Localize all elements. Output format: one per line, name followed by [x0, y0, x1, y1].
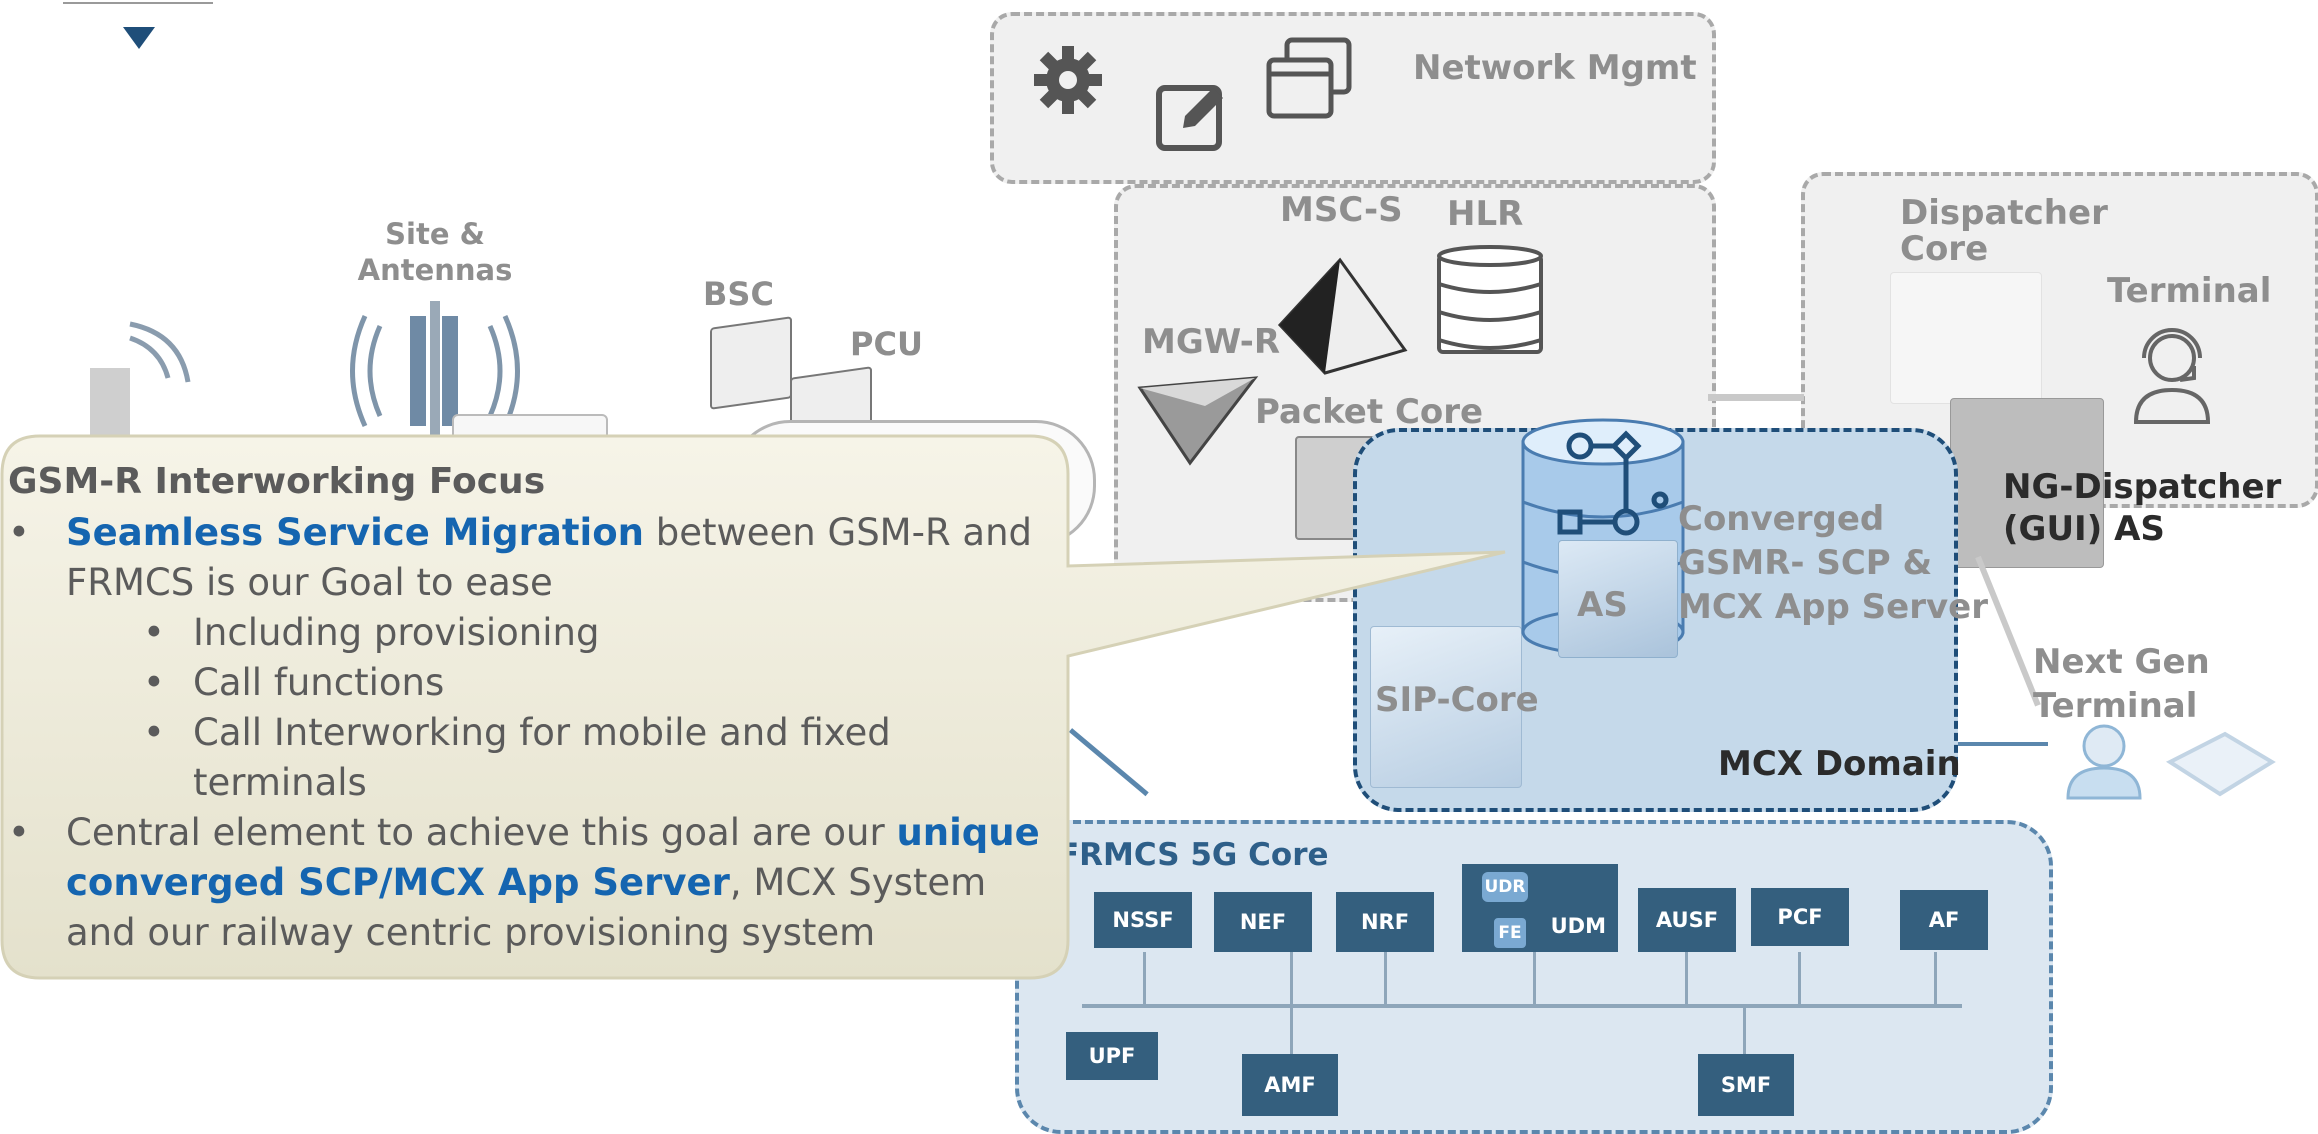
- mcx-domain-label: MCX Domain: [1718, 744, 1961, 784]
- udm-label: UDM: [1550, 914, 1606, 938]
- bus-tick-ausf: [1685, 952, 1688, 1004]
- base-station-icon: [90, 321, 191, 438]
- database-icon: [1437, 245, 1543, 354]
- dispatcher-core-cube: [1890, 272, 2042, 404]
- gear-icon: [1034, 46, 1102, 114]
- bus-tick-af: [1934, 952, 1937, 1004]
- terminal-label: Terminal: [2107, 271, 2272, 311]
- bus-tick-nef: [1290, 952, 1293, 1004]
- ng-dispatcher-cube: [1950, 398, 2104, 568]
- callout-b2-post: , MCX System and our railway centric pro…: [66, 861, 987, 954]
- pcu-label: PCU: [850, 325, 923, 363]
- bus-tick-nrf: [1384, 952, 1387, 1004]
- headset-user-icon: [2133, 328, 2211, 424]
- sip-core-label: SIP-Core: [1375, 680, 1539, 720]
- callout-bullet-1: •Seamless Service Migration between GSM-…: [8, 511, 1033, 604]
- bsc-label: BSC: [703, 275, 774, 313]
- site-antennas-label: Site & Antennas: [357, 217, 513, 287]
- connector-mcx-terminal: [1950, 742, 2048, 746]
- nf-pcf: PCF: [1751, 888, 1849, 946]
- bus-tick-amf: [1290, 1006, 1293, 1056]
- as-label: AS: [1577, 585, 1628, 625]
- callout-b1-rest: between GSM-R and FRMCS is our Goal to e…: [66, 511, 1033, 604]
- callout-heading: GSM-R Interworking Focus: [8, 461, 546, 502]
- callout-sub-1: •Including provisioning: [143, 611, 600, 654]
- nf-af: AF: [1900, 890, 1988, 950]
- frmcs-title: FRMCS 5G Core: [1058, 837, 1329, 873]
- callout-bullet-2: •Central element to achieve this goal ar…: [8, 811, 1040, 954]
- next-gen-terminal-label: Next Gen Terminal: [2033, 642, 2210, 726]
- nf-upf: UPF: [1066, 1032, 1158, 1080]
- edit-icon: [1156, 85, 1223, 151]
- ng-dispatcher-label: NG-Dispatcher (GUI) AS: [2003, 467, 2282, 549]
- callout-sub-2: •Call functions: [143, 661, 445, 704]
- callout-sub-3: •Call Interworking for mobile and fixed …: [143, 711, 891, 804]
- connector-gsmr-dispatcher: [1708, 394, 1804, 401]
- as-cube: [1558, 540, 1678, 658]
- converged-label: Converged GSMR- SCP & MCX App Server: [1678, 499, 1988, 627]
- top-rule: [63, 2, 213, 4]
- callout-content: GSM-R Interworking Focus •Seamless Servi…: [8, 456, 1048, 958]
- bus-tick-nssf: [1143, 952, 1146, 1004]
- nf-ausf: AUSF: [1638, 888, 1736, 952]
- network-mgmt-label: Network Mgmt: [1413, 48, 1697, 88]
- hlr-label: HLR: [1447, 194, 1524, 234]
- callout-b2-highlight: unique converged SCP/MCX App Server: [66, 811, 1040, 904]
- bus-tick-pcf: [1798, 952, 1801, 1004]
- bus-tick-smf: [1743, 1006, 1746, 1056]
- fe-badge: FE: [1494, 918, 1526, 948]
- nf-nssf: NSSF: [1094, 892, 1192, 948]
- udr-badge: UDR: [1482, 872, 1528, 902]
- nf-nef: NEF: [1214, 892, 1312, 952]
- msc-s-pyramid-icon: [1277, 257, 1408, 375]
- nf-nrf: NRF: [1336, 892, 1434, 952]
- packet-core-label: Packet Core: [1255, 392, 1484, 432]
- callout-sub-3-text: Call Interworking for mobile and fixed t…: [193, 711, 891, 804]
- mgw-r-label: MGW-R: [1142, 322, 1281, 362]
- frmcs-bus-line: [1082, 1004, 1962, 1008]
- bus-tick-udm: [1533, 952, 1536, 1004]
- msc-s-label: MSC-S: [1280, 190, 1403, 230]
- next-gen-terminal-icon: [2066, 724, 2276, 800]
- callout-sub-2-text: Call functions: [193, 661, 445, 704]
- dispatcher-core-label: Dispatcher Core: [1900, 193, 2108, 269]
- triangle-down-icon: [123, 27, 155, 49]
- nf-amf: AMF: [1242, 1054, 1338, 1116]
- callout-b2-pre: Central element to achieve this goal are…: [66, 811, 897, 854]
- callout-b1-highlight: Seamless Service Migration: [66, 511, 644, 554]
- callout-sub-1-text: Including provisioning: [193, 611, 600, 654]
- network-mgmt-box: [990, 12, 1716, 184]
- sip-core-cube: [1370, 626, 1522, 788]
- callout-bubble: [0, 434, 1506, 980]
- nf-smf: SMF: [1698, 1054, 1794, 1116]
- mgw-r-pyramid-icon: [1137, 376, 1259, 466]
- windows-icon: [1266, 37, 1352, 119]
- bsc-switch-icon: [710, 316, 792, 410]
